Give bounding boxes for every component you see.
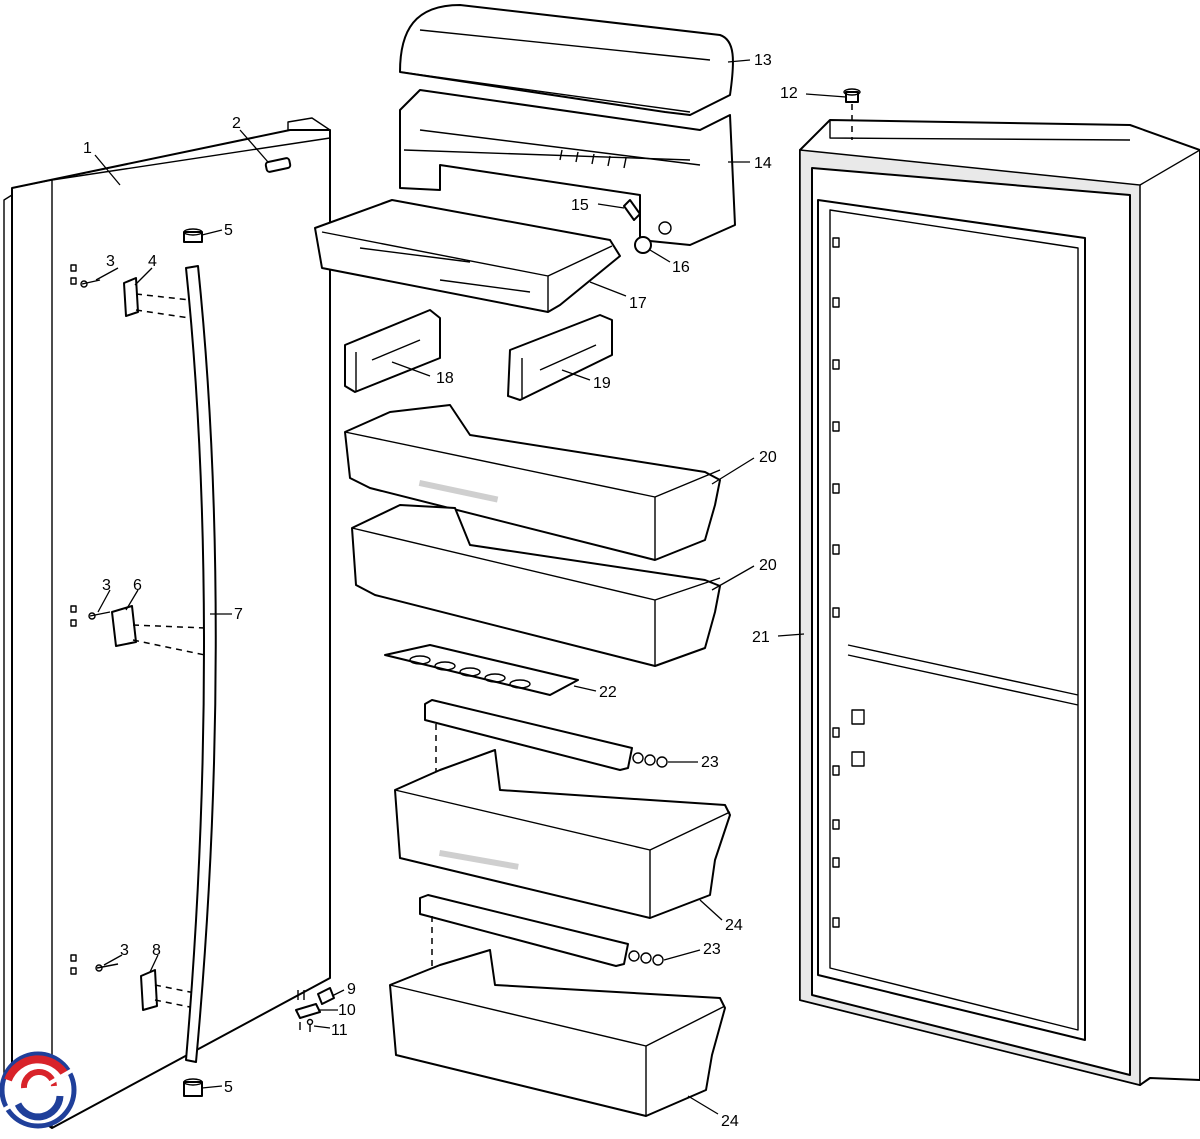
callout-5: 5 [224,222,233,239]
callout-17: 17 [629,295,647,312]
callout-20: 20 [759,449,777,466]
callout-3: 3 [106,253,115,270]
callout-labels: 1 2 3 3 3 4 5 5 6 7 8 9 10 11 12 13 14 1… [83,52,798,1130]
door-shelf-lower [351,504,721,667]
bin-retainer-lower [419,894,664,999]
callout-16: 16 [672,259,690,276]
door-bin-lower [389,949,726,1117]
dairy-compartment-housing [399,89,736,246]
door-outer-panel [3,117,331,1129]
callout-24: 24 [725,917,743,934]
dairy-compartment-lid [399,4,734,116]
callout-3: 3 [120,942,129,959]
callout-4: 4 [148,253,157,270]
lower-hinge-parts [295,987,335,1032]
leader-lines [94,59,847,1115]
shelf-bracket-left [344,309,441,393]
door-inner-liner [799,119,1200,1086]
callout-8: 8 [152,942,161,959]
handle-brackets [111,277,206,1011]
brand-swirl-logo [0,1051,78,1129]
callout-1: 1 [83,140,92,157]
callout-19: 19 [593,375,611,392]
callout-23: 23 [703,941,721,958]
screw-parts [80,279,119,972]
callout-5: 5 [224,1079,233,1096]
door-shelf-upper [344,404,721,561]
egg-tray [384,644,579,696]
callout-21: 21 [752,629,770,646]
door-bin-upper [394,749,731,919]
callout-13: 13 [754,52,772,69]
callout-15: 15 [571,197,589,214]
hinge-pin-marks [70,264,77,975]
callout-22: 22 [599,684,617,701]
dairy-drawer [314,199,621,313]
door-handle-bar [183,228,217,1097]
shelf-bracket-right [507,314,613,401]
callout-9: 9 [347,981,356,998]
callout-12: 12 [780,85,798,102]
callout-14: 14 [754,155,772,172]
housing-pin-and-knob [623,199,652,254]
callout-7: 7 [234,606,243,623]
callout-3: 3 [102,577,111,594]
callout-20: 20 [759,557,777,574]
callout-18: 18 [436,370,454,387]
callout-24: 24 [721,1113,739,1130]
callout-11: 11 [331,1022,348,1039]
callout-23: 23 [701,754,719,771]
callout-6: 6 [133,577,142,594]
callout-2: 2 [232,115,241,132]
callout-10: 10 [338,1002,356,1019]
